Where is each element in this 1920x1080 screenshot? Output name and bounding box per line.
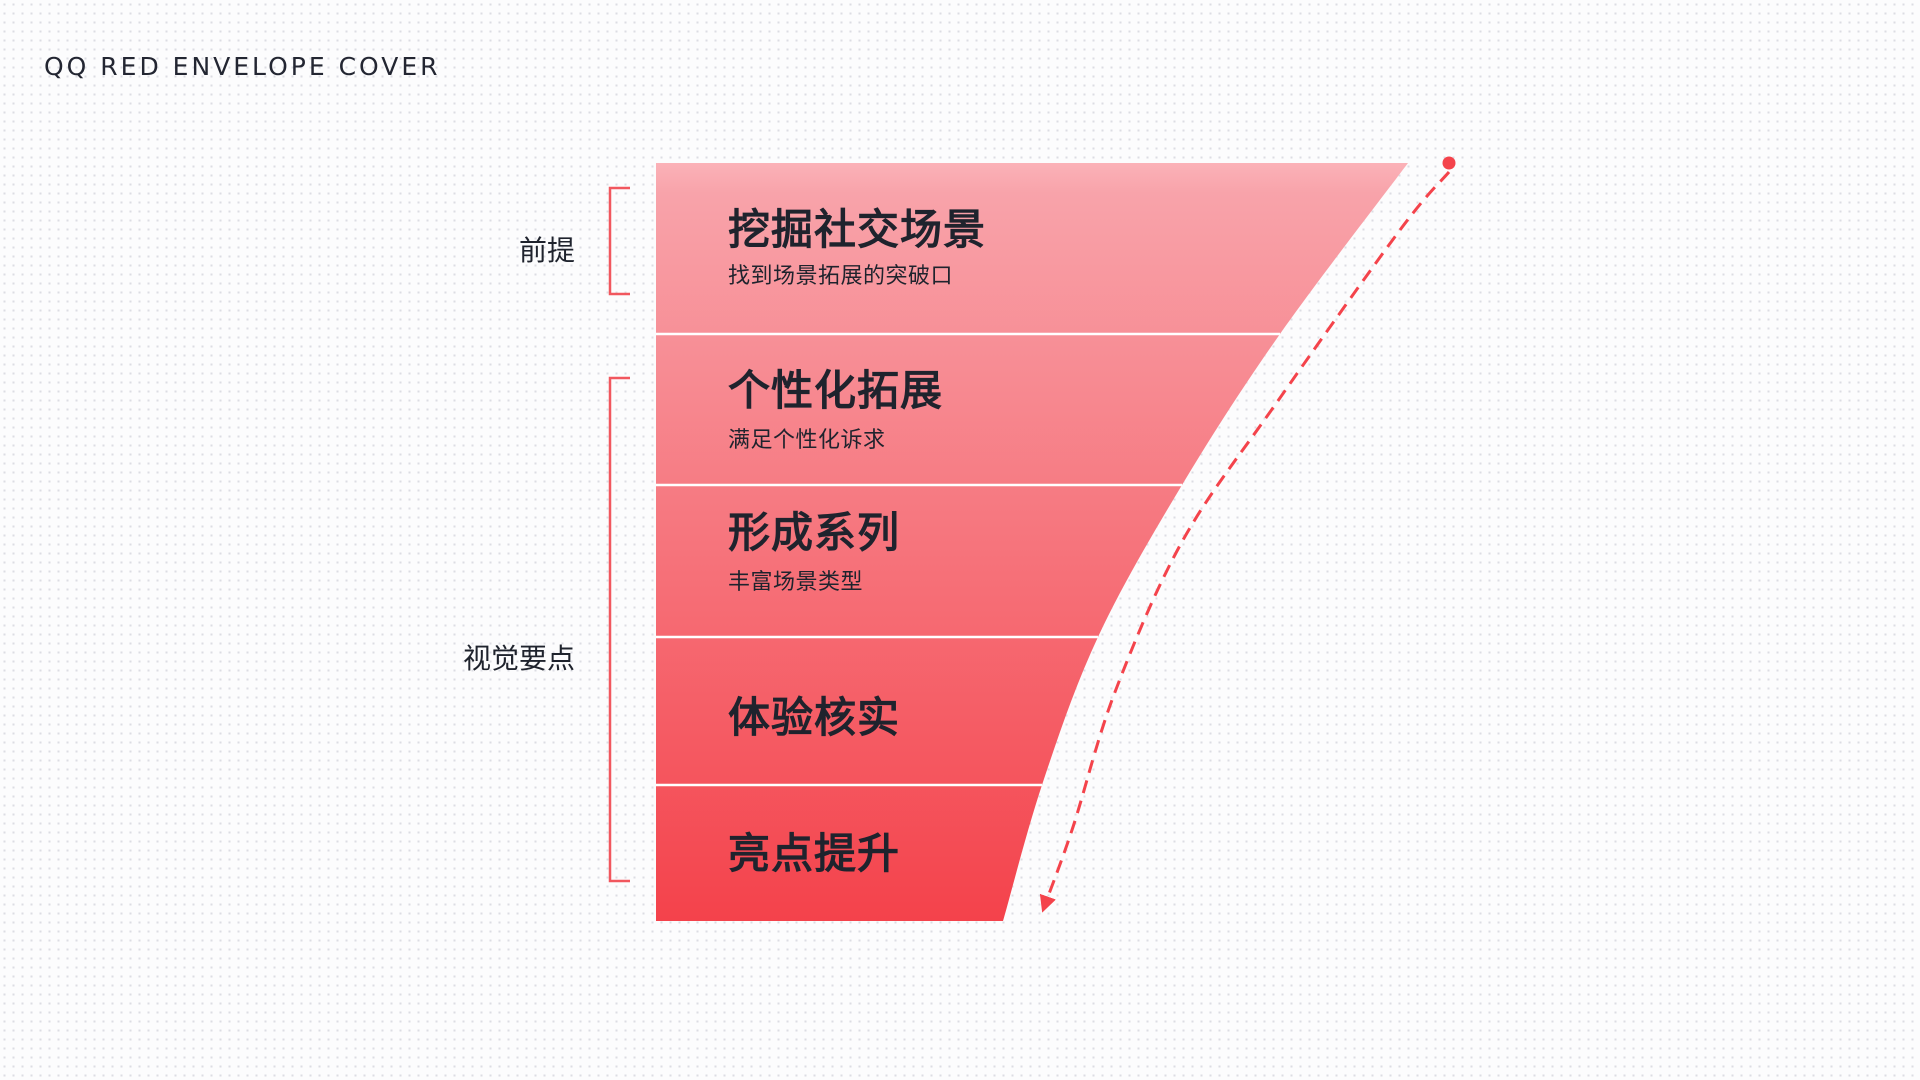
flow-arrow-path-icon: [1039, 171, 1451, 913]
tier-2-title: 个性化拓展: [728, 366, 944, 415]
funnel-shape: [656, 163, 1408, 921]
tier-2-subtitle: 满足个性化诉求: [728, 428, 886, 453]
premise-label: 前提: [518, 234, 575, 267]
tier-5-title: 亮点提升: [728, 829, 901, 878]
visual-points-bracket-icon: [608, 376, 630, 883]
tier-3-subtitle: 丰富场景类型: [728, 570, 864, 595]
visual-points-label: 视觉要点: [462, 642, 575, 675]
flow-start-dot-icon: [1442, 156, 1456, 170]
page-title: QQ RED ENVELOPE COVER: [44, 52, 441, 81]
tier-dividers: [656, 332, 1280, 787]
premise-bracket-icon: [608, 186, 630, 296]
tier-1-subtitle: 找到场景拓展的突破口: [728, 264, 954, 289]
tier-4-title: 体验核实: [728, 693, 901, 742]
tier-1-title: 挖掘社交场景: [728, 205, 987, 254]
tier-3-title: 形成系列: [728, 508, 901, 557]
